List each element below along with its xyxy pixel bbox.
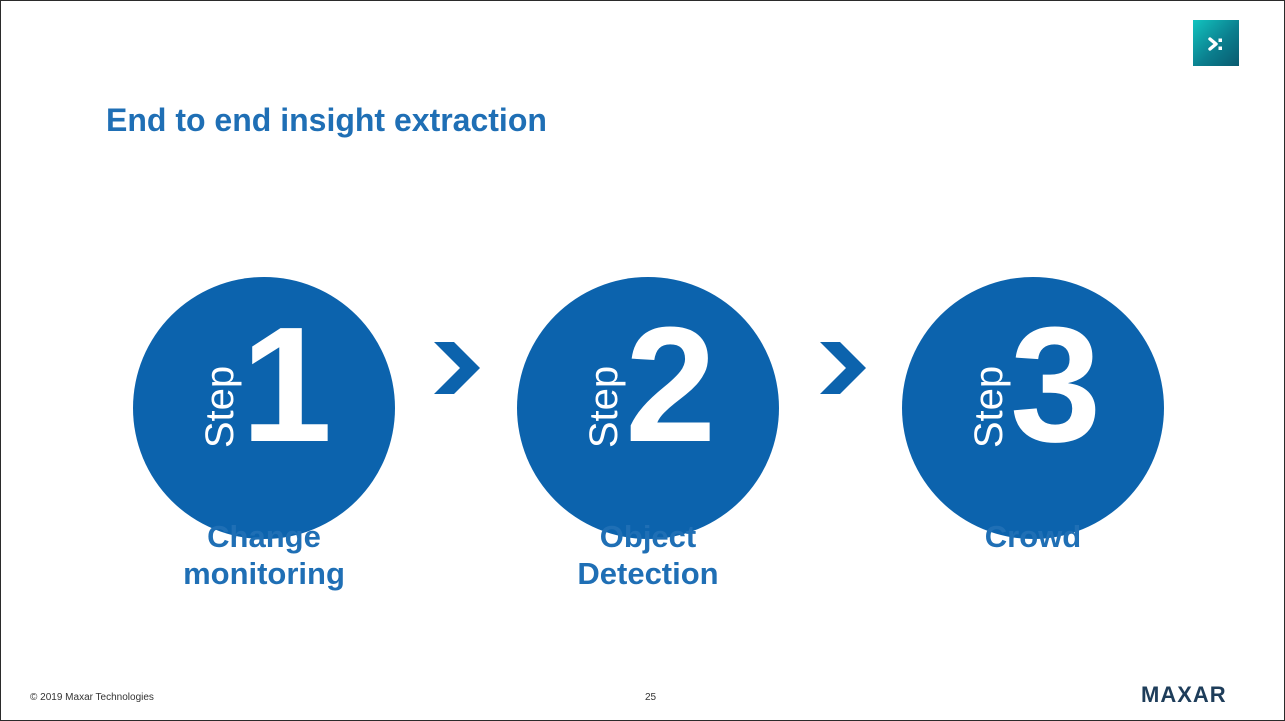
- step-2-label-line2: Detection: [577, 556, 719, 591]
- step-3-circle: Step 3: [902, 277, 1164, 539]
- step-1-word: Step: [198, 365, 242, 449]
- footer-copyright: © 2019 Maxar Technologies: [30, 692, 154, 703]
- step-1-label: Change monitoring: [133, 518, 395, 592]
- step-1-number: 1: [241, 293, 333, 476]
- maxar-x-icon: [1193, 20, 1239, 66]
- step-3-label: Crowd: [902, 518, 1164, 555]
- step-2-circle: Step 2: [517, 277, 779, 539]
- step-1-label-line2: monitoring: [183, 556, 345, 591]
- step-3-label-line1: Crowd: [984, 519, 1082, 554]
- step-2-word: Step: [582, 365, 626, 449]
- step-2-number: 2: [625, 293, 717, 476]
- chevron-right-icon: [434, 342, 480, 394]
- step-1-circle: Step 1: [133, 277, 395, 539]
- step-1-label-line1: Change: [207, 519, 321, 554]
- step-2-label: Object Detection: [517, 518, 779, 592]
- step-3-number: 3: [1010, 293, 1102, 476]
- chevron-right-icon: [820, 342, 866, 394]
- page-number: 25: [645, 692, 657, 703]
- step-3-word: Step: [967, 365, 1011, 449]
- slide-title: End to end insight extraction: [106, 102, 547, 138]
- step-2-label-line1: Object: [599, 519, 697, 554]
- maxar-logo: MAXAR: [1141, 682, 1227, 707]
